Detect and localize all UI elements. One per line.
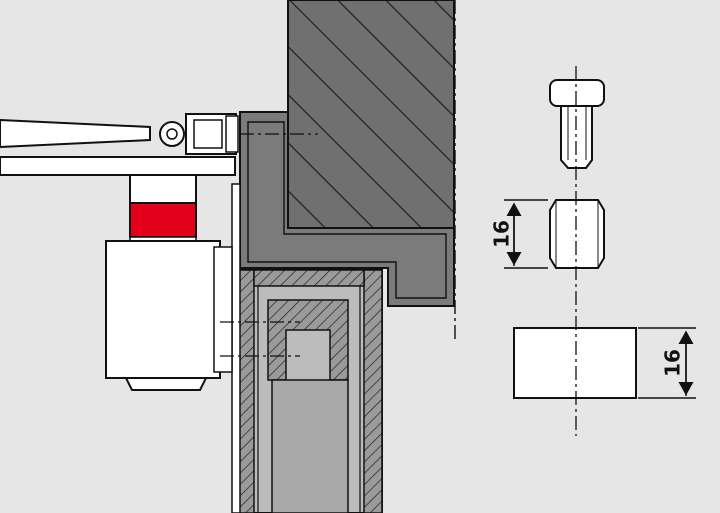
hidden-lines <box>220 133 318 357</box>
door-profile <box>235 269 383 513</box>
wall-lintel <box>287 0 455 229</box>
dimension-spacer <box>504 199 548 269</box>
closer-arm <box>0 113 239 176</box>
red-indicator <box>129 202 197 238</box>
spacer-dimension-label: 16 <box>490 220 514 248</box>
leaf-plate <box>231 183 241 513</box>
block-dimension-label: 16 <box>661 349 685 377</box>
mounting-block <box>513 327 637 399</box>
spacer-sleeve <box>549 199 605 269</box>
door-closer-body <box>105 174 233 391</box>
screw-part <box>549 79 605 169</box>
dimension-block <box>638 327 696 399</box>
